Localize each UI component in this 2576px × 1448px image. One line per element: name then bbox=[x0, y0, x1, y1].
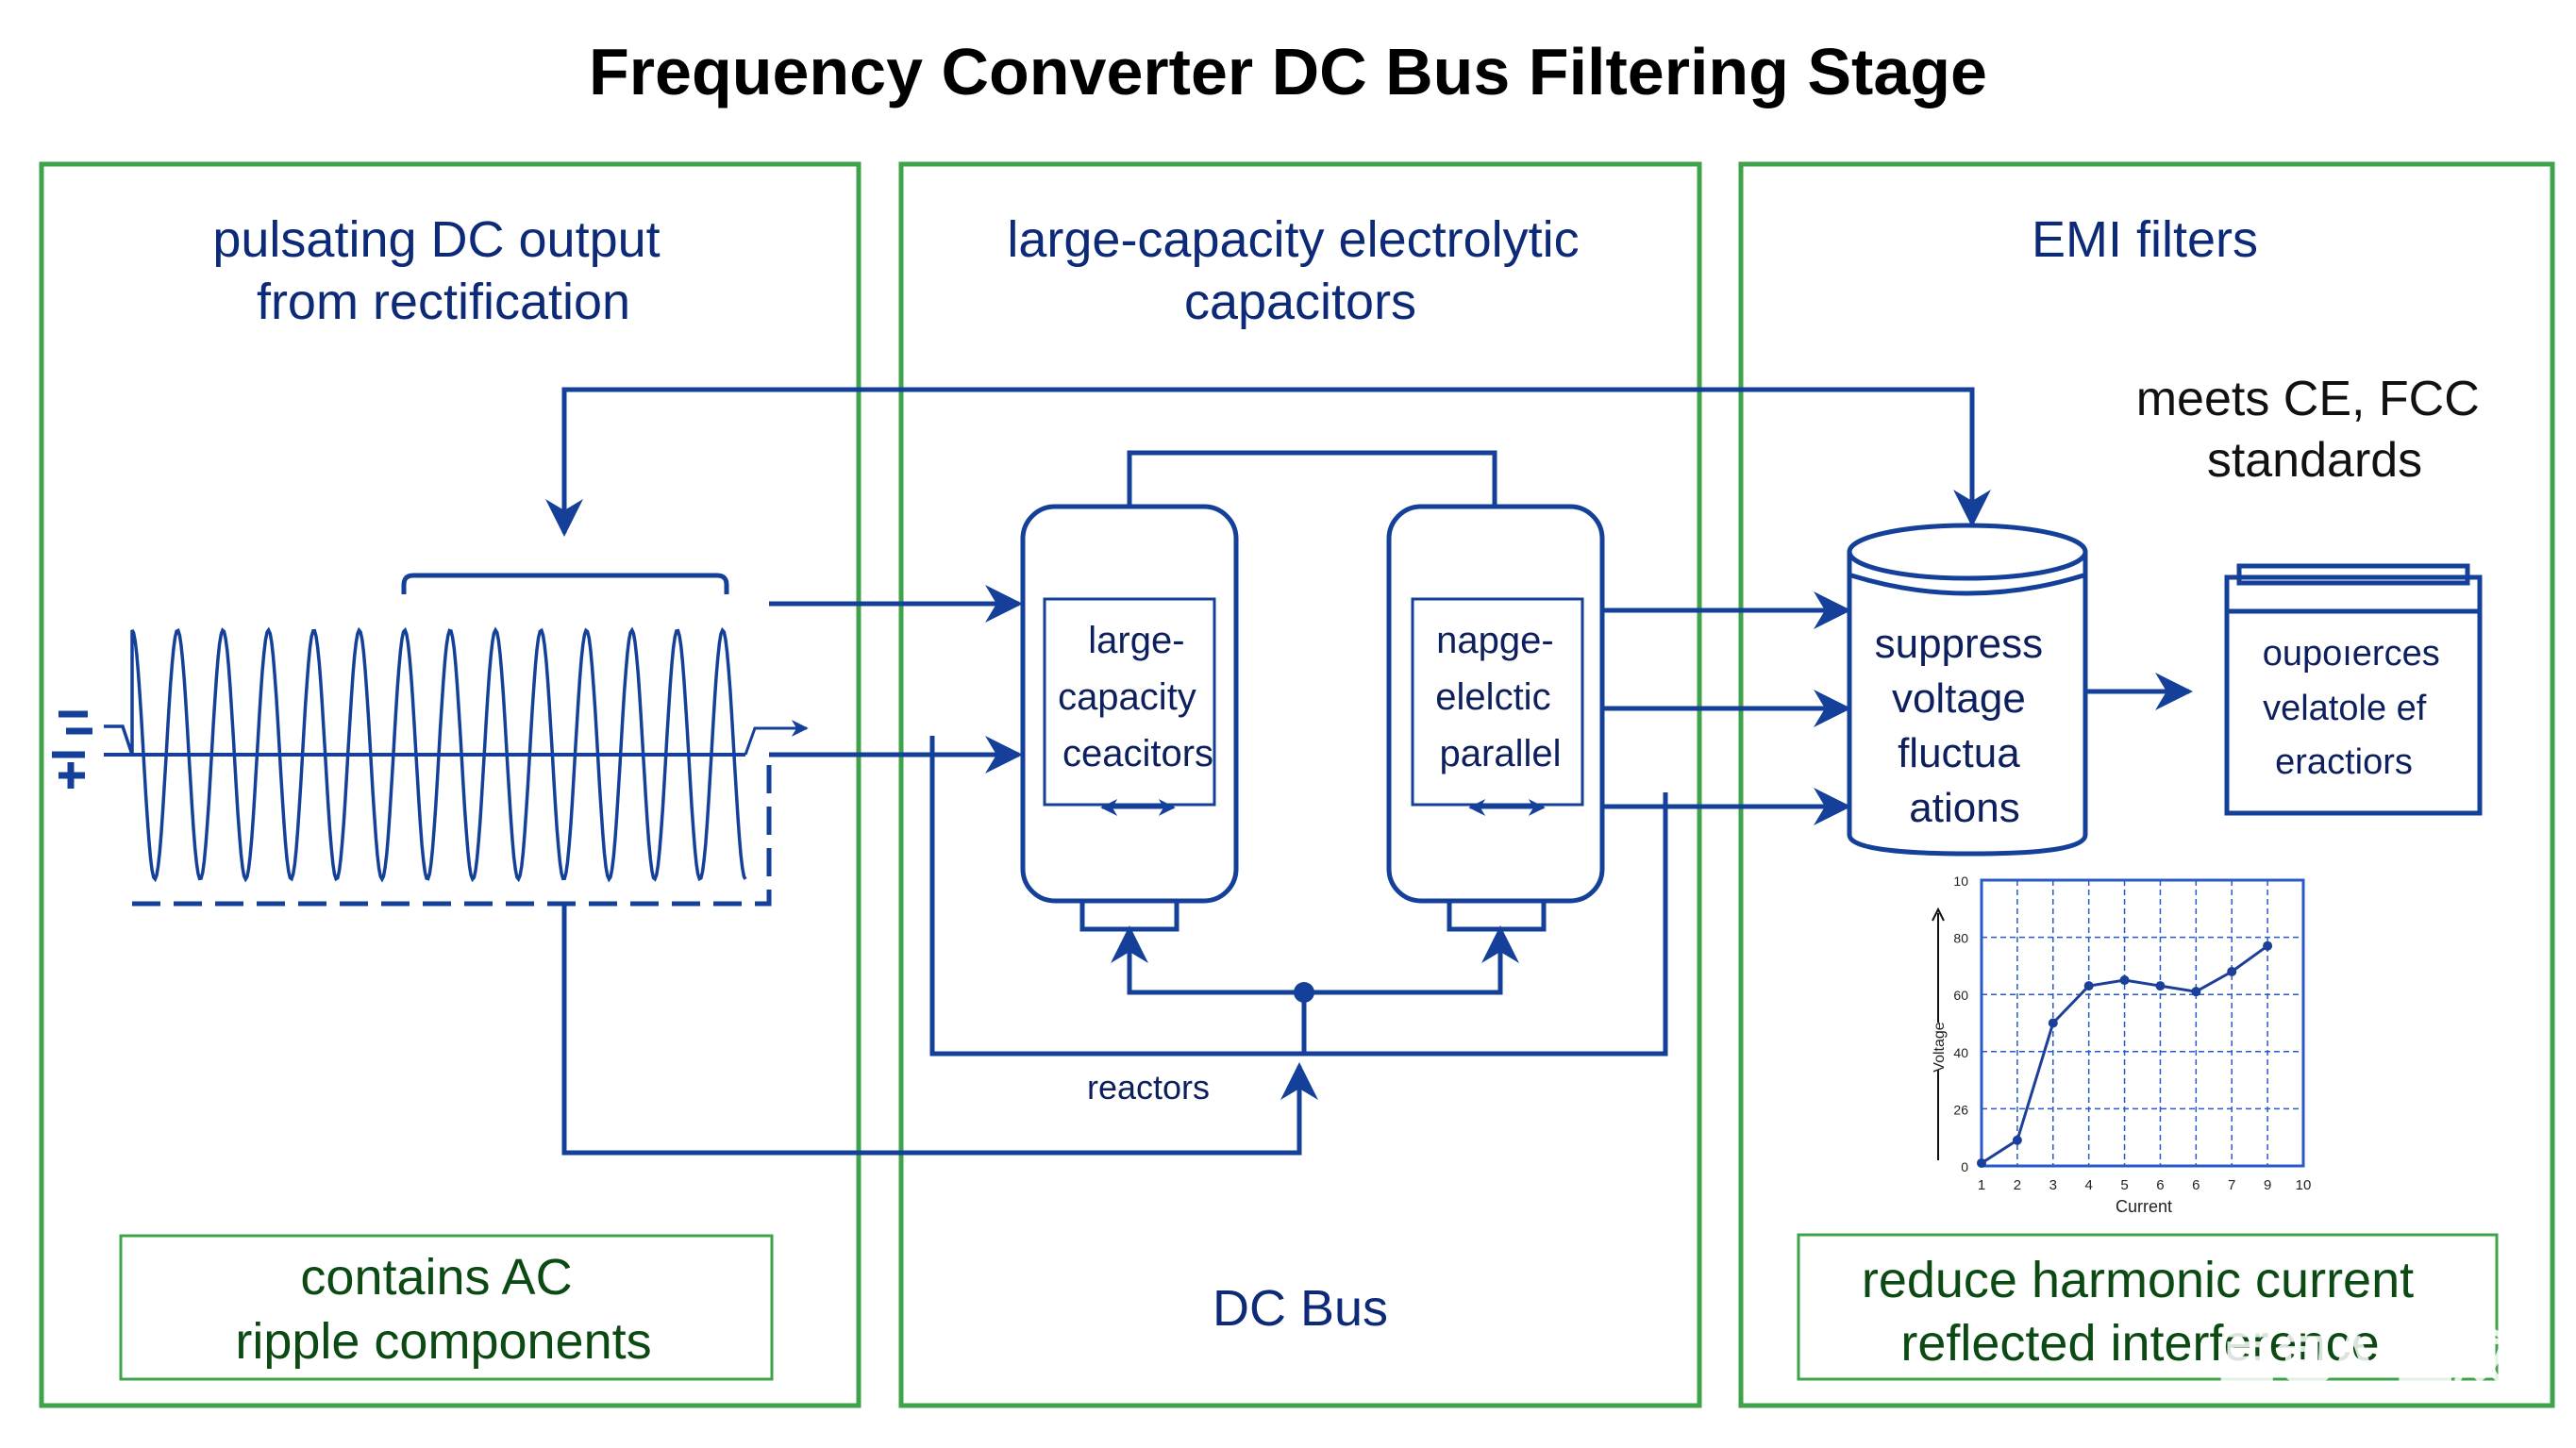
chart-y-tick-label: 10 bbox=[1953, 874, 1968, 889]
capacitor-2-label: napge- elelctic parallel bbox=[1435, 620, 1564, 774]
output-box: oupoıerces velatole ef eractiors bbox=[2224, 563, 2483, 816]
panel-2-heading: large-capacity electrolytic capacitors bbox=[1007, 211, 1593, 330]
panel-2-heading-line-2: capacitors bbox=[1184, 274, 1416, 330]
dc-bus-label: DC Bus bbox=[1213, 1280, 1388, 1337]
chart-x-tick-label: 9 bbox=[2264, 1177, 2271, 1193]
capacitor-1-label: large- capacity ceacitors bbox=[1058, 620, 1213, 774]
panel-3-note: reduce harmonic current reflected interf… bbox=[1862, 1252, 2428, 1372]
chart-x-tick-label: 7 bbox=[2228, 1177, 2235, 1193]
capacitor-1: large- capacity ceacitors bbox=[1020, 504, 1239, 932]
chart-data-point bbox=[2083, 981, 2094, 991]
capacitor-top-link bbox=[1127, 450, 1497, 507]
chart-data-point bbox=[2048, 1018, 2058, 1028]
chart-data-point bbox=[2191, 987, 2201, 997]
chart-data-point bbox=[1977, 1157, 1986, 1168]
chart-x-tick-label: 2 bbox=[2014, 1177, 2021, 1193]
voltage-current-chart: 0 26 40 60 80 10 1 2 3 4 5 6 6 7 9 10 Current Voltage bbox=[1932, 874, 2311, 1216]
chart-y-tick-label: 26 bbox=[1953, 1102, 1968, 1117]
reactor-branch-right bbox=[1304, 925, 1519, 995]
chart-y-ticks: 0 26 40 60 80 10 bbox=[1953, 874, 1968, 1174]
waveform-trace bbox=[104, 626, 747, 883]
chart-data-point bbox=[2012, 1135, 2022, 1145]
chart-y-axis-label: Voltage bbox=[1932, 1022, 1948, 1072]
chart-y-tick-label: 40 bbox=[1953, 1045, 1968, 1060]
chart-x-ticks: 1 2 3 4 5 6 6 7 9 10 bbox=[1978, 1177, 2312, 1193]
chart-y-tick-label: 0 bbox=[1961, 1159, 1968, 1174]
chart-x-axis-label: Current bbox=[2116, 1197, 2172, 1216]
output-box-label: oupoıerces velatole ef eractiors bbox=[2263, 634, 2451, 782]
chart-x-tick-label: 1 bbox=[1978, 1177, 1985, 1193]
panel-1-heading: pulsating DC output from rectification bbox=[212, 211, 674, 330]
capacitor-2: napge- elelctic parallel bbox=[1386, 504, 1605, 932]
waveform-exit-arrow bbox=[744, 720, 809, 756]
watermark-text: 豆包AI生成 bbox=[2218, 1325, 2510, 1391]
chart-points bbox=[1977, 940, 2273, 1168]
panel-1-note: contains AC ripple components bbox=[235, 1249, 651, 1370]
chart-data-point bbox=[2119, 975, 2130, 986]
standards-text: meets CE, FCC standards bbox=[2136, 372, 2494, 488]
chart-data-point bbox=[2227, 966, 2237, 976]
chart-x-tick-label: 5 bbox=[2120, 1177, 2128, 1193]
cylinder-label: suppress voltage fluctua ations bbox=[1875, 621, 2055, 831]
panel-rectifier-output bbox=[39, 161, 861, 1408]
dc-bus-loop bbox=[929, 736, 1668, 1057]
reactors-label: reactors bbox=[1087, 1068, 1210, 1107]
reactor-branch-left bbox=[1111, 925, 1304, 995]
panel-dc-bus bbox=[898, 161, 1702, 1408]
panel-emi-filters bbox=[1738, 161, 2555, 1408]
chart-x-tick-label: 3 bbox=[2049, 1177, 2057, 1193]
dashed-return-path bbox=[132, 755, 772, 907]
chart-y-tick-label: 60 bbox=[1953, 988, 1968, 1003]
chart-y-tick-label: 80 bbox=[1953, 931, 1968, 946]
chart-x-tick-label: 10 bbox=[2296, 1177, 2312, 1193]
panel-3-heading: EMI filters bbox=[2032, 211, 2258, 268]
chart-x-tick-label: 6 bbox=[2156, 1177, 2164, 1193]
panel-2-heading-line-1: large-capacity electrolytic bbox=[1007, 211, 1579, 268]
chart-y-axis-label-group: Voltage bbox=[1932, 907, 1948, 1160]
reactor-feed-wire bbox=[561, 906, 1318, 1156]
panel-1-heading-line-1: pulsating DC output bbox=[212, 211, 660, 268]
ripple-waveform bbox=[104, 626, 747, 883]
chart-x-tick-label: 6 bbox=[2192, 1177, 2200, 1193]
panel-1-note-box bbox=[119, 1234, 774, 1381]
ripple-bracket bbox=[401, 573, 729, 594]
polarity-symbol-icon bbox=[52, 710, 92, 789]
chart-data-point bbox=[2263, 940, 2273, 951]
chart-plot-area bbox=[1980, 878, 2305, 1168]
chart-x-tick-label: 4 bbox=[2084, 1177, 2092, 1193]
page-title: Frequency Converter DC Bus Filtering Sta… bbox=[589, 35, 1987, 108]
panel-3-note-box bbox=[1797, 1233, 2499, 1381]
feedback-wire-top bbox=[545, 387, 1991, 537]
chart-data-point bbox=[2155, 981, 2166, 991]
emi-filter-cylinder: suppress voltage fluctua ations bbox=[1847, 523, 2088, 857]
panel-1-heading-line-2: from rectification bbox=[257, 274, 630, 330]
